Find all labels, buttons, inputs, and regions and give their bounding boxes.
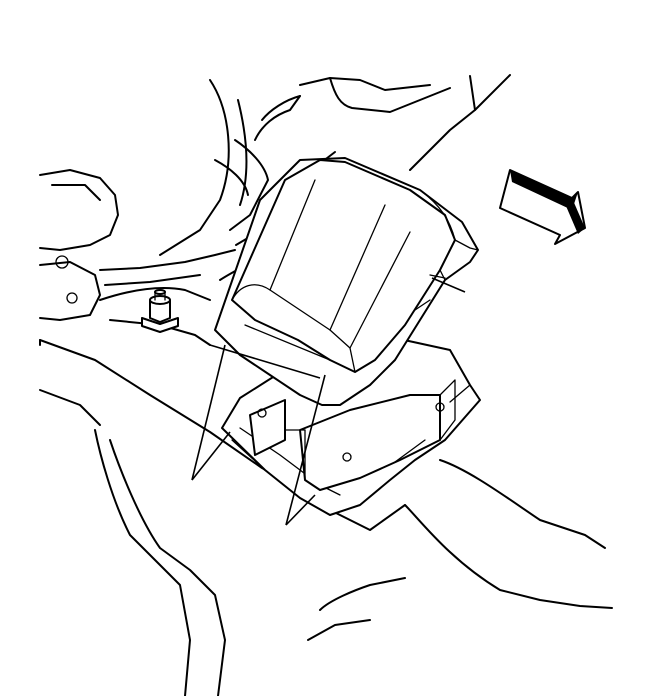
leader-right <box>431 277 466 293</box>
leader-cover-front <box>285 374 326 526</box>
seat-bracket <box>39 169 236 346</box>
direction-arrow <box>499 169 586 245</box>
center-console <box>159 74 511 256</box>
leader-lines <box>191 277 466 526</box>
leader-bottom <box>285 494 316 526</box>
mounting-bolt <box>141 289 179 333</box>
module-cover <box>214 157 479 406</box>
leader-mid <box>209 344 321 379</box>
leader-upper-left <box>191 344 226 481</box>
leader-lower-left <box>191 431 231 481</box>
